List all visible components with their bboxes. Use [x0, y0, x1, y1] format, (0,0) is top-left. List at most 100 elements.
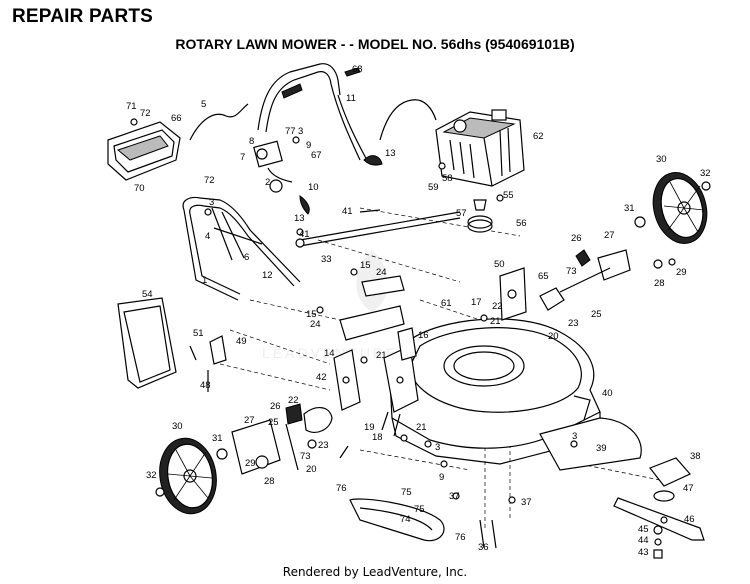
bag-frame [107, 121, 181, 181]
part-label-l71: 71 [126, 101, 137, 112]
mower-blade [613, 497, 705, 541]
rear-deflector-plate [333, 345, 419, 413]
part-label-l56: 56 [516, 218, 527, 229]
part-label-l72b: 72 [204, 175, 215, 186]
part-label-l27b: 27 [244, 415, 255, 426]
grass-bag [117, 297, 177, 389]
part-label-l21a: 21 [490, 316, 501, 327]
part-label-l22b: 22 [288, 395, 299, 406]
part-label-l46: 46 [684, 514, 695, 525]
part-label-l2: 2 [265, 177, 270, 188]
part-label-l58: 58 [442, 173, 453, 184]
part-label-l30a: 30 [656, 154, 667, 165]
part-label-l25b: 25 [268, 417, 279, 428]
front-height-adjuster [499, 249, 631, 321]
part-label-l76b: 76 [455, 532, 466, 543]
rear-wheel [155, 437, 228, 515]
diagram-title: ROTARY LAWN MOWER - - MODEL NO. 56dhs (9… [175, 36, 575, 52]
part-label-l75b: 75 [414, 504, 425, 515]
part-label-l15b: 15 [306, 309, 317, 320]
control-cable [379, 99, 437, 141]
part-label-l31b: 31 [212, 433, 223, 444]
part-label-l57: 57 [456, 208, 467, 219]
part-label-l44: 44 [638, 535, 649, 546]
part-label-l77: 77 [285, 126, 296, 137]
part-label-l76a: 76 [336, 483, 347, 494]
part-label-l62: 62 [533, 131, 544, 142]
part-label-l61: 61 [441, 298, 452, 309]
part-label-l9b: 9 [439, 472, 444, 483]
handle-controls [253, 140, 383, 215]
part-label-l74: 74 [400, 514, 411, 525]
part-label-l38: 38 [690, 451, 701, 462]
part-label-l23b: 23 [318, 440, 329, 451]
part-label-l45: 45 [638, 524, 649, 535]
part-label-l18: 18 [372, 432, 383, 443]
lower-handle [182, 196, 301, 301]
part-label-l72a: 72 [140, 108, 151, 119]
part-label-l16: 16 [418, 330, 429, 341]
fasteners [130, 118, 578, 549]
blade-adapter [649, 457, 691, 559]
page-title: REPAIR PARTS [12, 6, 154, 27]
part-label-l4: 4 [205, 231, 210, 242]
part-label-l50: 50 [494, 259, 505, 270]
part-label-l20a: 20 [548, 331, 559, 342]
part-label-l28a: 28 [654, 278, 665, 289]
part-label-l42: 42 [316, 372, 327, 383]
part-label-l8: 8 [249, 136, 254, 147]
part-label-l73a: 73 [566, 266, 577, 277]
part-label-l21b: 21 [376, 350, 387, 361]
part-label-l22a: 22 [492, 301, 503, 312]
part-label-l43: 43 [638, 547, 649, 558]
part-label-l41a: 41 [342, 206, 353, 217]
part-label-l33: 33 [321, 254, 332, 265]
part-label-l70: 70 [134, 183, 145, 194]
part-label-l14: 14 [324, 348, 335, 359]
handle-rods [295, 209, 461, 248]
part-label-l36: 36 [478, 542, 489, 553]
part-label-l65: 65 [538, 271, 549, 282]
part-label-l66: 66 [171, 113, 182, 124]
engine-shaft-parts [467, 194, 504, 233]
part-label-l59: 59 [428, 182, 439, 193]
part-label-l47: 47 [683, 483, 694, 494]
part-label-l7: 7 [240, 152, 245, 163]
part-label-l12: 12 [262, 270, 273, 281]
part-label-l19: 19 [364, 422, 375, 433]
part-label-l32b: 32 [146, 470, 157, 481]
part-label-l23a: 23 [568, 318, 579, 329]
part-label-l49: 49 [236, 336, 247, 347]
upper-handle [257, 63, 369, 163]
part-label-l37a: 37 [449, 491, 460, 502]
part-label-l3d: 3 [435, 442, 440, 453]
part-label-l3b: 3 [209, 197, 214, 208]
part-label-l3a: 3 [298, 126, 303, 137]
hinge-bracket [189, 335, 227, 392]
part-label-l29a: 29 [676, 267, 687, 278]
part-label-l54: 54 [142, 289, 153, 300]
part-label-l75a: 75 [401, 487, 412, 498]
part-label-l25a: 25 [591, 309, 602, 320]
mulch-baffle [539, 417, 642, 471]
part-label-l26a: 26 [571, 233, 582, 244]
part-label-l24b: 24 [310, 319, 321, 330]
part-label-l67: 67 [311, 150, 322, 161]
part-label-l41b: 41 [299, 229, 310, 240]
part-label-l29b: 29 [245, 458, 256, 469]
part-label-l24a: 24 [376, 267, 387, 278]
part-label-l32a: 32 [700, 168, 711, 179]
part-label-l9a: 9 [306, 140, 311, 151]
rear-height-adjuster [231, 403, 333, 475]
part-label-l13a: 13 [385, 148, 396, 159]
part-label-l48: 48 [200, 380, 211, 391]
part-label-l37b: 37 [521, 497, 532, 508]
part-label-l17: 17 [471, 297, 482, 308]
part-label-l39: 39 [596, 443, 607, 454]
part-label-l1: 1 [202, 275, 207, 286]
part-label-l30b: 30 [172, 421, 183, 432]
rear-bracket [339, 275, 417, 361]
engine [435, 109, 525, 187]
